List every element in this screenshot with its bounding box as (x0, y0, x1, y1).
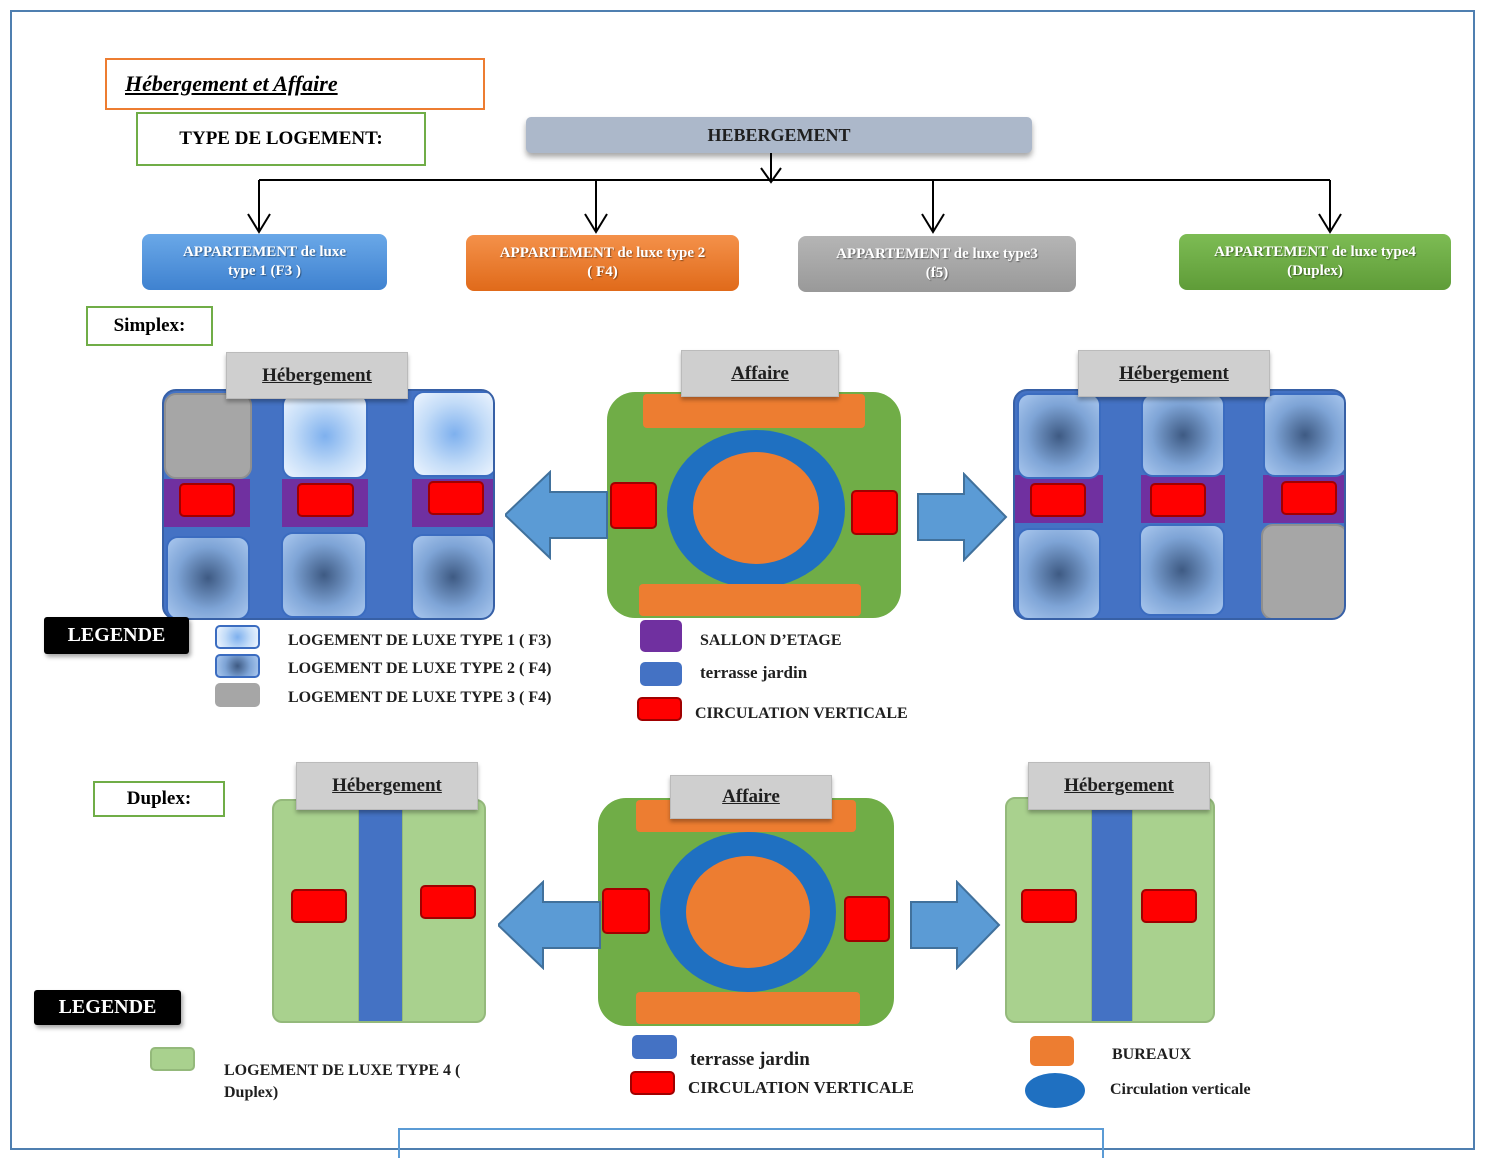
apartment-type-2: APPARTEMENT de luxe type 2( F4) (466, 235, 739, 291)
page-title: Hébergement et Affaire (105, 58, 485, 110)
legend-swatch-type3 (215, 683, 260, 707)
unit-type2 (1139, 524, 1225, 616)
hebergement-root: HEBERGEMENT (526, 117, 1032, 153)
vertical-circulation (1281, 481, 1337, 515)
vertical-circulation (602, 888, 650, 934)
duplex-affaire-building (598, 798, 894, 1026)
legend-swatch-bureaux (1030, 1036, 1074, 1066)
unit-type2 (281, 532, 367, 618)
unit-type1 (412, 391, 493, 477)
vertical-circulation (1141, 889, 1197, 923)
arrow-left-icon (498, 880, 601, 970)
bureaux-core (693, 452, 819, 564)
legend-swatch-circ-ring (1025, 1073, 1085, 1108)
legend-swatch-circulation-2 (630, 1071, 675, 1095)
unit-type2 (166, 536, 250, 618)
arrow-left-icon (505, 470, 608, 560)
arrow-right-icon (917, 472, 1008, 562)
bureaux-bar (636, 992, 860, 1024)
unit-type3 (1261, 524, 1344, 618)
legend-tag: LEGENDE (44, 617, 189, 654)
duplex-left-header: Hébergement (296, 762, 478, 810)
unit-type2 (411, 534, 493, 618)
legend-tag-duplex: LEGENDE (34, 990, 181, 1025)
unit-type1 (282, 393, 368, 479)
apartment-type-3: APPARTEMENT de luxe type3(f5) (798, 236, 1076, 292)
legend-terrasse-text-2: terrasse jardin (690, 1049, 810, 1070)
legend-swatch-type2 (215, 654, 260, 678)
vertical-circulation (851, 490, 898, 535)
simplex-affaire-building (607, 392, 901, 618)
unit-type2 (1017, 528, 1101, 618)
type-label: TYPE DE LOGEMENT: (136, 112, 426, 166)
legend-circulation-text: CIRCULATION VERTICALE (695, 705, 908, 722)
vertical-circulation (610, 482, 657, 529)
vertical-circulation (179, 483, 235, 517)
legend-type2-text: LOGEMENT DE LUXE TYPE 2 ( F4) (288, 660, 552, 677)
unit-type2 (1263, 393, 1344, 477)
vertical-circulation (1150, 483, 1206, 517)
legend-type1-text: LOGEMENT DE LUXE TYPE 1 ( F3) (288, 632, 552, 649)
simplex-label: Simplex: (86, 306, 213, 346)
legend-swatch-terrasse (640, 662, 682, 686)
legend-salon-text: SALLON D’ETAGE (700, 632, 842, 649)
vertical-circulation (1030, 483, 1086, 517)
legend-swatch-circulation (637, 697, 682, 721)
duplex-right-building (1005, 797, 1215, 1023)
bureaux-core (686, 856, 810, 968)
legend-duplex-text: LOGEMENT DE LUXE TYPE 4 ( Duplex) (224, 1062, 461, 1101)
vertical-circulation (1021, 889, 1077, 923)
legend-type3-text: LOGEMENT DE LUXE TYPE 3 ( F4) (288, 689, 552, 706)
unit-type2 (1017, 393, 1101, 479)
duplex-left-building (272, 799, 486, 1023)
duplex-right-header: Hébergement (1028, 762, 1210, 810)
legend-circ-verticale-text: Circulation verticale (1110, 1081, 1251, 1098)
simplex-left-header: Hébergement (226, 352, 408, 399)
legend-terrasse-text: terrasse jardin (700, 663, 808, 682)
simplex-center-header: Affaire (681, 350, 839, 397)
simplex-right-building (1013, 389, 1346, 620)
unit-type2 (1141, 393, 1225, 477)
simplex-left-building (162, 389, 495, 620)
caption-box (398, 1128, 1104, 1158)
bureaux-bar (639, 584, 861, 616)
duplex-center-header: Affaire (670, 775, 832, 819)
unit-type3 (164, 393, 252, 479)
apartment-type-4: APPARTEMENT de luxe type4(Duplex) (1179, 234, 1451, 290)
simplex-right-header: Hébergement (1078, 350, 1270, 397)
legend-bureaux-text: BUREAUX (1112, 1046, 1192, 1063)
vertical-circulation (291, 889, 347, 923)
legend-swatch-terrasse-2 (632, 1035, 677, 1059)
legend-swatch-duplex (150, 1047, 195, 1071)
bureaux-bar (643, 394, 865, 428)
duplex-label: Duplex: (93, 781, 225, 817)
legend-swatch-type1 (215, 625, 260, 649)
legend-circulation-text-2: CIRCULATION VERTICALE (688, 1078, 914, 1097)
vertical-circulation (428, 481, 484, 515)
arrow-right-icon (910, 880, 1001, 970)
tree-connectors (247, 153, 1342, 234)
vertical-circulation (420, 885, 476, 919)
vertical-circulation (297, 483, 354, 517)
vertical-circulation (844, 896, 890, 942)
legend-swatch-salon (640, 620, 682, 652)
